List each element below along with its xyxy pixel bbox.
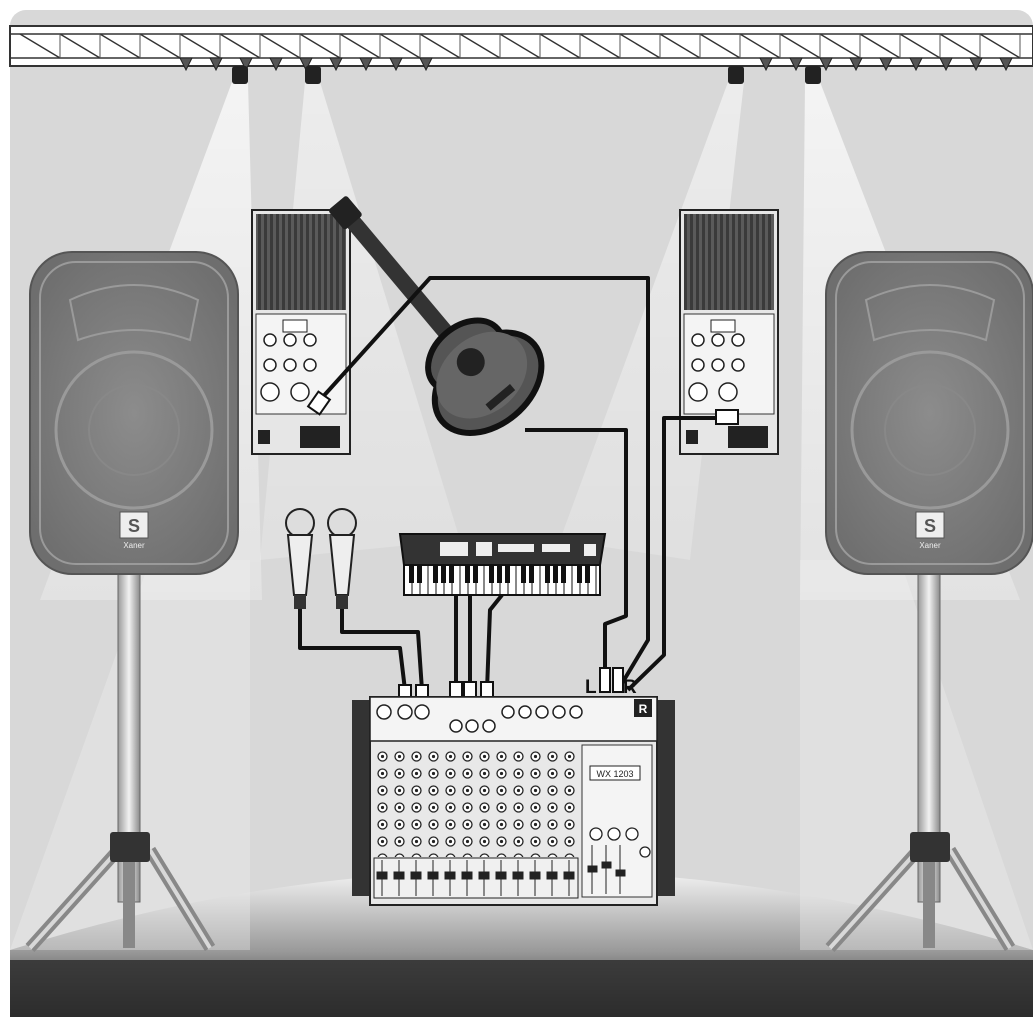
keyboard [400,534,605,595]
right-speaker-badge-letter: S [924,516,936,536]
floor-shadow [10,960,1033,1017]
mixer-input-row [370,697,657,741]
left-channel-label: L [585,677,597,698]
left-amp-heatsink [256,214,346,310]
right-amp-power-socket [728,426,768,448]
right-speaker-brand: Xaner [919,541,941,550]
left-amp-panel [252,210,350,454]
left-speaker-brand: Xaner [123,541,145,550]
mixer-knob-grid [374,745,578,857]
mixer: WX 1203 R [352,697,675,905]
left-amp-power-socket [300,426,340,448]
mixer-faders [374,858,578,898]
right-channel-label: R [623,677,637,698]
mixer-brand-letter: R [639,702,648,716]
left-speaker-badge-letter: S [128,516,140,536]
mixer-model-label: WX 1203 [596,769,633,779]
right-amp-heatsink [684,214,774,310]
